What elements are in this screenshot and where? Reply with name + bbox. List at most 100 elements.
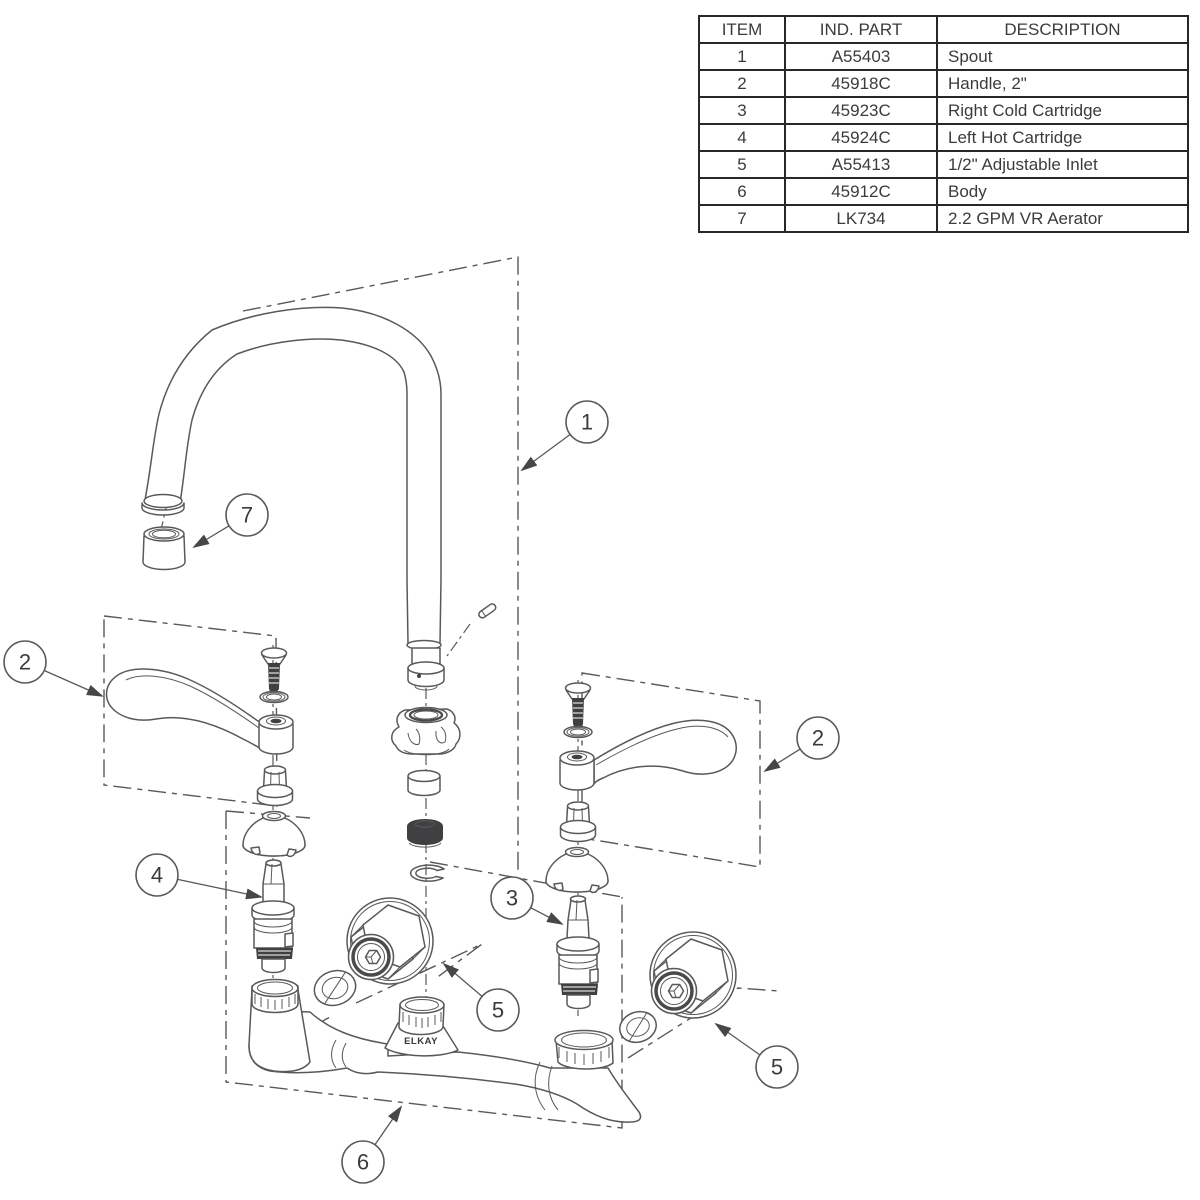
brand-label: ELKAY [404,1036,438,1047]
spout-tip-rim [143,493,183,509]
handle-screw-left [260,647,288,693]
callout-number-2: 2 [812,726,824,751]
cell-part: 45923C [784,96,938,125]
bonnet-right [545,846,609,894]
body-tube [248,1009,642,1123]
callout-leader-5 [714,1022,761,1056]
handle-washer-right [563,725,593,739]
callout-leader-3 [530,907,564,925]
gasket-right [619,1010,657,1044]
section-break-line-right [627,987,780,1059]
cell-item: 3 [698,96,786,125]
callout-balloon-6 [341,1140,385,1184]
handle-lever-left [105,668,294,755]
table-row: 4 45924C Left Hot Cartridge [698,123,1189,152]
body-left-port [248,978,311,1073]
callout-leader-5 [442,962,483,997]
handle-lever-right [559,719,737,791]
cell-desc: Right Cold Cartridge [936,96,1189,125]
centerline-pin [446,623,471,657]
cell-part: A55403 [784,42,938,71]
header-ind-part: IND. PART [784,15,938,44]
cell-desc: 1/2" Adjustable Inlet [936,150,1189,179]
index-pin [478,603,497,619]
callout-leader-4 [177,878,263,900]
callout-balloon-3 [490,876,534,920]
spout-nut [391,706,461,756]
cell-desc: Handle, 2" [936,69,1189,98]
callout-number-3: 3 [506,886,518,911]
body: ELKAY [248,978,642,1123]
handle-nut-right [559,801,597,843]
cell-item: 7 [698,204,786,233]
callout-balloon-2 [796,716,840,760]
callout-leader-6 [374,1105,403,1146]
body-center-port: ELKAY [384,996,459,1057]
table-row: 1 A55403 Spout [698,42,1189,71]
cell-desc: Spout [936,42,1189,71]
adjustable-inlet-flange [346,897,434,985]
callout-balloon-4 [135,853,179,897]
callout-number-7: 7 [241,503,253,528]
o-ring [407,819,443,848]
cell-part: 45924C [784,123,938,152]
callout-balloon-5 [476,988,520,1032]
gasket-center [313,969,357,1007]
handle-washer-left [259,690,289,704]
cell-part: A55413 [784,150,938,179]
body-left-wing [331,1039,347,1069]
cell-item: 5 [698,150,786,179]
cell-part: LK734 [784,204,938,233]
bonnet-left [242,810,306,858]
table-row: 5 A55413 1/2" Adjustable Inlet [698,150,1189,179]
callout-balloon-7 [225,493,269,537]
table-row: 7 LK734 2.2 GPM VR Aerator [698,204,1189,233]
right-handle-assembly [545,682,737,1010]
cell-desc: 2.2 GPM VR Aerator [936,204,1189,233]
cell-item: 2 [698,69,786,98]
spacer-ring [407,769,441,797]
cell-part: 45918C [784,69,938,98]
callout-number-1: 1 [581,410,593,435]
table-header-row: ITEM IND. PART DESCRIPTION [698,15,1189,44]
cell-item: 4 [698,123,786,152]
left-handle-assembly [105,647,306,974]
header-description: DESCRIPTION [936,15,1189,44]
adjustable-inlet-flange-right [648,930,738,1020]
right-handle-panel [581,672,761,868]
header-item: ITEM [698,15,786,44]
spout [141,306,497,691]
callout-number-5: 5 [771,1055,783,1080]
callout-balloon-5 [755,1045,799,1089]
table-row: 6 45912C Body [698,177,1189,206]
callout-balloon-2 [3,640,47,684]
callout-number-5: 5 [492,998,504,1023]
cell-part: 45912C [784,177,938,206]
body-right-wing [534,1061,559,1111]
table-row: 2 45918C Handle, 2" [698,69,1189,98]
callout-number-2: 2 [19,650,31,675]
callout-leader-2 [763,748,801,773]
cartridge-right-cold [556,895,600,1010]
body-right-port [554,1029,614,1070]
callout-leader-7 [192,525,230,549]
cell-item: 6 [698,177,786,206]
aerator [142,526,186,571]
cell-desc: Body [936,177,1189,206]
cartridge-left-hot [251,859,295,974]
handle-screw-right [564,682,592,728]
shank-pin-hole [417,674,421,678]
table-row: 3 45923C Right Cold Cartridge [698,96,1189,125]
callout-leader-2 [43,669,104,697]
spout-panel [242,256,519,870]
cell-desc: Left Hot Cartridge [936,123,1189,152]
snap-ring [409,864,445,882]
parts-table: ITEM IND. PART DESCRIPTION 1 A55403 Spou… [698,15,1189,233]
callout-balloon-1 [565,400,609,444]
cell-item: 1 [698,42,786,71]
callout-number-4: 4 [151,863,163,888]
callout-leader-1 [520,433,571,472]
